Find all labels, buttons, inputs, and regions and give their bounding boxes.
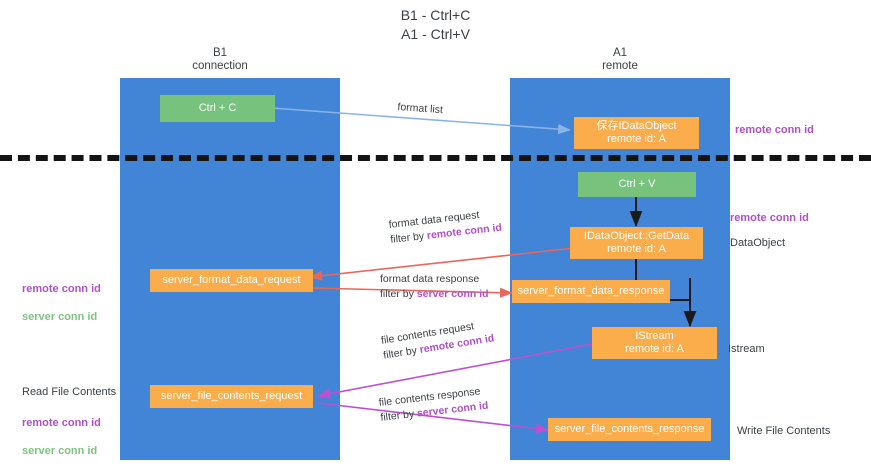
node-ctrl-v[interactable]: Ctrl + V — [578, 172, 696, 197]
node-getdata-label: IDataObject::GetData — [583, 230, 690, 242]
section-divider — [0, 155, 871, 161]
annotation-read-file-contents: Read File Contents — [22, 386, 117, 398]
node-save-idataobject[interactable]: 保存IDataObject remote id: A — [574, 117, 699, 149]
node-ctrl-c-label: Ctrl + C — [198, 102, 237, 114]
annotation-left-server-conn-id: server conn id — [22, 311, 98, 323]
node-server-file-contents-request[interactable]: server_file_contents_request — [150, 385, 313, 408]
annotation-right-istream: Istream — [728, 343, 765, 355]
annotation-right-dataobject: DataObject — [730, 237, 786, 249]
edge-label-file-contents-response-line2: filter by — [379, 407, 418, 424]
node-save-idataobject-sub: remote id: A — [607, 133, 666, 145]
annotation-left-conn-ids-2: remote conn id server conn id — [22, 402, 101, 472]
edge-label-format-data-response: format data response filter by server co… — [380, 272, 489, 302]
edge-label-format-data-response-line2: filter by — [380, 288, 417, 300]
node-server-file-contents-response-label: server_file_contents_response — [554, 423, 705, 435]
node-save-idataobject-name: IDataObject — [618, 120, 677, 132]
lane-title-a1: A1 remote — [602, 47, 638, 72]
edge-label-format-data-request-line2: filter by — [389, 229, 428, 246]
annotation-left-conn-ids: remote conn id server conn id — [22, 268, 101, 338]
node-getdata[interactable]: IDataObject::GetData remote id: A — [570, 227, 703, 259]
annotation-right-remote-conn-id-mid: remote conn id — [730, 212, 809, 224]
annotation-left-server-conn-id-2: server conn id — [22, 445, 98, 457]
node-server-format-data-response-label: server_format_data_response — [517, 285, 665, 297]
edge-label-file-contents-response: file contents response filter by server … — [378, 384, 489, 426]
node-save-idataobject-label: 保存IDataObject — [596, 120, 676, 133]
diagram-title: B1 - Ctrl+C A1 - Ctrl+V — [400, 7, 471, 42]
edge-label-file-contents-request: file contents request filter by remote c… — [380, 316, 495, 363]
annotation-right-remote-conn-id-top: remote conn id — [735, 124, 814, 136]
edge-label-format-data-response-filter: server conn id — [416, 288, 489, 300]
edge-label-format-list: format list — [397, 100, 443, 118]
annotation-left-remote-conn-id: remote conn id — [22, 283, 101, 295]
edge-label-format-data-response-line1: format data response — [380, 273, 480, 285]
annotation-left-remote-conn-id-2: remote conn id — [22, 417, 101, 429]
node-ctrl-v-label: Ctrl + V — [618, 178, 656, 190]
edge-label-format-list-line1: format list — [397, 100, 444, 117]
node-istream-sub: remote id: A — [625, 343, 684, 355]
lane-title-b1: B1 connection — [192, 47, 248, 72]
node-server-format-data-request-label: server_format_data_request — [162, 274, 301, 286]
node-getdata-sub: remote id: A — [607, 243, 666, 255]
node-ctrl-c[interactable]: Ctrl + C — [160, 95, 275, 122]
node-istream-label: IStream — [635, 330, 674, 342]
annotation-right-write-file-contents: Write File Contents — [737, 425, 831, 437]
node-server-file-contents-response[interactable]: server_file_contents_response — [548, 418, 711, 441]
node-server-file-contents-request-label: server_file_contents_request — [160, 390, 303, 402]
node-server-format-data-response[interactable]: server_format_data_response — [512, 280, 670, 303]
node-istream[interactable]: IStream remote id: A — [592, 327, 717, 359]
node-save-idataobject-overlay: 保存 — [596, 120, 619, 132]
edge-label-format-data-request: format data request filter by remote con… — [388, 206, 503, 248]
node-server-format-data-request[interactable]: server_format_data_request — [150, 269, 313, 292]
